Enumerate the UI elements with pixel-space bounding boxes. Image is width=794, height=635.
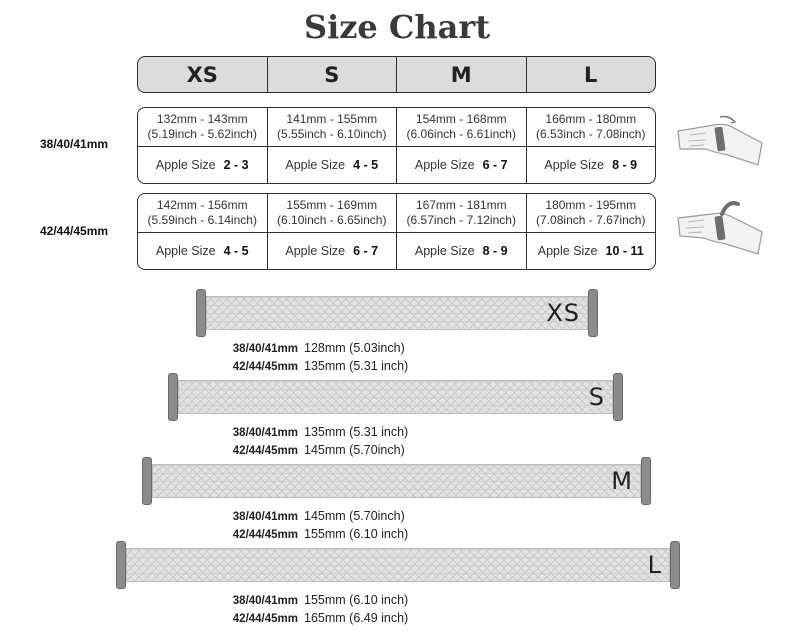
apple-size-label: Apple Size: [414, 158, 475, 172]
band-l: L: [116, 541, 680, 589]
inch-range: (6.06inch - 6.61inch): [406, 127, 516, 141]
band-m: M: [142, 457, 651, 505]
header-l: L: [584, 62, 598, 87]
case-size: 42/44/45mm: [232, 613, 298, 625]
size-cell: 154mm - 168mm(6.06inch - 6.61inch) Apple…: [397, 108, 527, 183]
braided-strap: [152, 464, 641, 498]
header-s: S: [268, 57, 397, 92]
mm-range: 141mm - 155mm: [286, 112, 378, 126]
band-length: 165mm (6.49 inch): [304, 611, 409, 625]
connector-lug: [142, 457, 152, 505]
size-cell: 166mm - 180mm(6.53inch - 7.08inch) Apple…: [526, 108, 655, 183]
group-label-small: 38/40/41mm: [40, 137, 109, 151]
apple-size-value: 4 - 5: [353, 158, 379, 172]
connector-lug: [116, 541, 126, 589]
case-size: 42/44/45mm: [232, 529, 298, 541]
size-cell: 167mm - 181mm(6.57inch - 7.12inch) Apple…: [397, 194, 527, 269]
braided-strap: [178, 380, 613, 414]
connector-lug: [588, 289, 598, 337]
case-size: 42/44/45mm: [232, 361, 298, 373]
connector-lug: [641, 457, 651, 505]
band-length: 135mm (5.31 inch): [304, 425, 409, 439]
apple-size-value: 10 - 11: [605, 244, 644, 258]
mm-range: 142mm - 156mm: [156, 198, 248, 212]
size-cell: 132mm - 143mm(5.19inch - 5.62inch) Apple…: [138, 108, 268, 183]
mm-range: 167mm - 181mm: [415, 198, 507, 212]
apple-size-value: 6 - 7: [353, 244, 379, 258]
size-cell: 142mm - 156mm(5.59inch - 6.14inch) Apple…: [138, 194, 268, 269]
inch-range: (7.08inch - 7.67inch): [536, 213, 646, 227]
apple-size-label: Apple Size: [544, 158, 605, 172]
apple-size-value: 4 - 5: [223, 244, 249, 258]
case-size: 38/40/41mm: [232, 511, 298, 523]
band-length: 145mm (5.70inch): [304, 443, 405, 457]
size-group-small: 132mm - 143mm(5.19inch - 5.62inch) Apple…: [137, 107, 656, 184]
band-size-label: S: [588, 383, 605, 411]
band-length: 135mm (5.31 inch): [304, 359, 409, 373]
band-xs: XS: [196, 289, 598, 337]
mm-range: 180mm - 195mm: [545, 198, 637, 212]
band-measurements-m: 38/40/41mm 145mm (5.70inch) 42/44/45mm 155…: [222, 508, 408, 544]
band-length: 155mm (6.10 inch): [304, 593, 409, 607]
wrist-measure-icon: [677, 201, 763, 255]
inch-range: (6.57inch - 7.12inch): [406, 213, 516, 227]
apple-size-label: Apple Size: [155, 244, 216, 258]
mm-range: 132mm - 143mm: [156, 112, 248, 126]
size-cell: 155mm - 169mm(6.10inch - 6.65inch) Apple…: [267, 194, 397, 269]
apple-size-value: 8 - 9: [482, 244, 508, 258]
size-header-row: XS S M L: [137, 56, 656, 93]
braided-strap: [126, 548, 670, 582]
inch-range: (6.53inch - 7.08inch): [536, 127, 646, 141]
size-group-large: 142mm - 156mm(5.59inch - 6.14inch) Apple…: [137, 193, 656, 270]
band-s: S: [168, 373, 623, 421]
band-size-label: M: [611, 467, 633, 495]
header-m: M: [397, 57, 527, 92]
band-size-label: XS: [546, 299, 580, 327]
connector-lug: [670, 541, 680, 589]
wrist-band-icon: [677, 115, 763, 166]
band-length: 145mm (5.70inch): [304, 509, 405, 523]
case-size: 42/44/45mm: [232, 445, 298, 457]
mm-range: 166mm - 180mm: [545, 112, 637, 126]
band-measurements-s: 38/40/41mm 135mm (5.31 inch) 42/44/45mm 14…: [222, 424, 408, 460]
apple-size-label: Apple Size: [285, 244, 346, 258]
apple-size-label: Apple Size: [414, 244, 475, 258]
inch-range: (5.59inch - 6.14inch): [147, 213, 257, 227]
size-cell: 180mm - 195mm(7.08inch - 7.67inch) Apple…: [526, 194, 655, 269]
page-title: Size Chart: [303, 8, 491, 46]
band-size-label: L: [647, 551, 662, 579]
band-length: 128mm (5.03inch): [304, 341, 405, 355]
apple-size-label: Apple Size: [155, 158, 216, 172]
apple-size-value: 6 - 7: [482, 158, 508, 172]
apple-size-value: 8 - 9: [612, 158, 638, 172]
inch-range: (5.19inch - 5.62inch): [147, 127, 257, 141]
mm-range: 155mm - 169mm: [286, 198, 378, 212]
band-measurements-l: 38/40/41mm 155mm (6.10 inch) 42/44/45mm 16…: [222, 592, 408, 628]
case-size: 38/40/41mm: [232, 343, 298, 355]
apple-size-label: Apple Size: [537, 244, 598, 258]
inch-range: (6.10inch - 6.65inch): [277, 213, 387, 227]
band-measurements-xs: 38/40/41mm 128mm (5.03inch) 42/44/45mm 135…: [222, 340, 408, 376]
apple-size-label: Apple Size: [285, 158, 346, 172]
connector-lug: [613, 373, 623, 421]
case-size: 38/40/41mm: [232, 595, 298, 607]
inch-range: (5.55inch - 6.10inch): [277, 127, 387, 141]
band-length: 155mm (6.10 inch): [304, 527, 409, 541]
connector-lug: [168, 373, 178, 421]
case-size: 38/40/41mm: [232, 427, 298, 439]
braided-strap: [206, 296, 588, 330]
mm-range: 154mm - 168mm: [415, 112, 507, 126]
header-xs: XS: [138, 57, 268, 92]
size-cell: 141mm - 155mm(5.55inch - 6.10inch) Apple…: [267, 108, 397, 183]
connector-lug: [196, 289, 206, 337]
apple-size-value: 2 - 3: [223, 158, 249, 172]
group-label-large: 42/44/45mm: [40, 224, 109, 238]
